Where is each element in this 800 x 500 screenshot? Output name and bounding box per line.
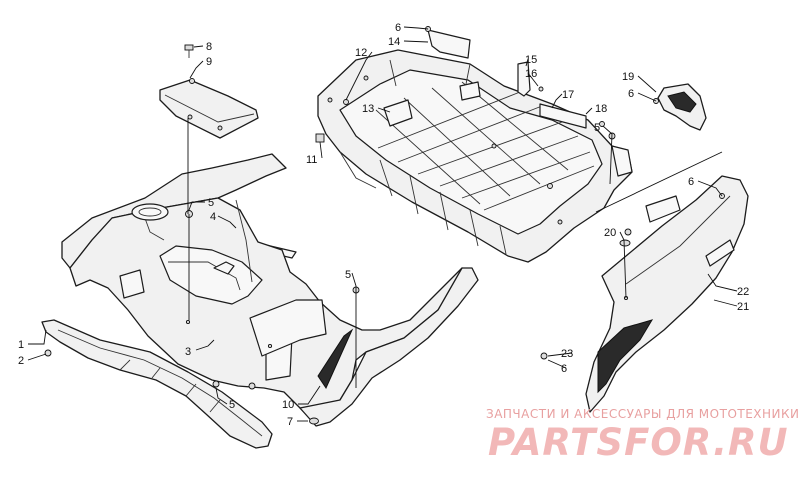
callout-16: 16 <box>525 68 537 80</box>
side-trim-part <box>299 267 479 427</box>
side-panel-part <box>585 151 749 413</box>
callout-17: 17 <box>562 89 574 101</box>
callout-6-panel-top: 6 <box>688 176 694 188</box>
console-body-part <box>61 153 473 421</box>
callout-20: 20 <box>604 227 616 239</box>
latch-part <box>517 61 531 97</box>
callout-11: 11 <box>306 154 317 166</box>
tub-strip-part <box>539 103 587 129</box>
callout-6-panel-bottom: 6 <box>561 363 567 375</box>
callout-5-tub: 5 <box>594 122 600 134</box>
callout-7: 7 <box>287 416 293 428</box>
clip-11 <box>315 133 325 143</box>
callout-5-trim: 5 <box>345 269 351 281</box>
callout-21: 21 <box>737 301 749 313</box>
callout-6-handle: 6 <box>628 88 634 100</box>
callout-5-console: 5 <box>208 197 214 209</box>
callout-2: 2 <box>18 355 24 367</box>
callout-19: 19 <box>622 71 634 83</box>
callout-15: 15 <box>525 54 537 66</box>
cargo-tub-part <box>317 49 633 263</box>
hood-panel-part <box>159 78 259 139</box>
callout-14: 14 <box>388 36 400 48</box>
callout-5-lower: 5 <box>229 399 235 411</box>
leader-lines <box>27 26 738 422</box>
callout-9: 9 <box>206 56 212 68</box>
callout-12: 12 <box>355 47 367 59</box>
callout-6-bracket: 6 <box>395 22 401 34</box>
watermark: ЗАПЧАСТИ И АКСЕССУАРЫ ДЛЯ МОТОТЕХНИКИ PA… <box>486 407 800 464</box>
callout-1: 1 <box>18 339 24 351</box>
watermark-tagline: ЗАПЧАСТИ И АКСЕССУАРЫ ДЛЯ МОТОТЕХНИКИ <box>486 407 800 421</box>
callout-8: 8 <box>206 41 212 53</box>
callout-18: 18 <box>595 103 607 115</box>
front-trim-part <box>41 319 273 449</box>
callout-13: 13 <box>362 103 374 115</box>
callout-10: 10 <box>282 399 294 411</box>
callout-23: 23 <box>561 348 573 360</box>
handle-part <box>657 83 707 131</box>
callout-4: 4 <box>210 211 216 223</box>
callout-22: 22 <box>737 286 749 298</box>
bracket-part <box>427 29 471 59</box>
callout-3: 3 <box>185 346 191 358</box>
watermark-brand: PARTSFOR.RU <box>488 421 789 464</box>
screw-8 <box>184 44 194 58</box>
callout-labels: 1 2 3 4 5 5 5 5 6 6 6 6 7 8 9 10 11 12 1… <box>18 22 749 428</box>
